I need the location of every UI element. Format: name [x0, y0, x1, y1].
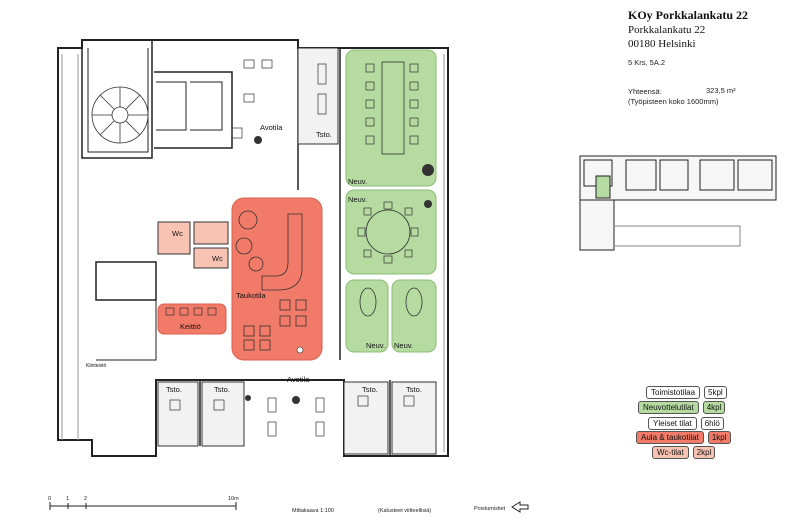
legend-row-common: Yleiset tilat 6hlö [648, 417, 724, 430]
plants [245, 136, 300, 404]
legend-lounge-count: 1kpl [707, 431, 731, 444]
label-tsto-top: Tsto. [316, 130, 332, 139]
offices [157, 47, 437, 455]
spiral-staircase [91, 86, 149, 144]
wc-room-2 [193, 247, 229, 269]
label-tsto-4: Tsto. [406, 385, 422, 394]
legend-office-count: 5kpl [704, 386, 727, 399]
area-note: (Työpisteen koko 1600mm) [628, 97, 719, 106]
label-neuv-4: Neuv. [394, 341, 413, 350]
label-kiinteisto: Kiinteistö [86, 363, 107, 369]
label-neuv-2: Neuv. [348, 195, 367, 204]
footer-labels: 0 1 2 10m Mittakaava 1:100 (Kalusteet vi… [48, 496, 506, 514]
building-walls [57, 39, 449, 457]
address-line-2: 00180 Helsinki [628, 38, 696, 50]
exit-arrow [511, 501, 529, 513]
label-tsto-2: Tsto. [214, 385, 230, 394]
label-wc-2: Wc [212, 254, 223, 263]
area-label: Yhteensä: [628, 87, 662, 96]
poistumistiet-label: Poistumistiet [474, 506, 506, 512]
scale-1-label: 1 [66, 496, 69, 502]
legend-common-count: 6hlö [700, 417, 724, 430]
label-avotila-top: Avotila [260, 123, 283, 132]
legend-wc-count: 2kpl [692, 446, 716, 459]
legend-meeting-count: 4kpl [702, 401, 726, 414]
lounge-area [157, 197, 323, 361]
floor-info: 5 Krs, 5A.2 [628, 58, 666, 67]
area-value: 323,5 m² [706, 86, 736, 95]
legend-row-office: Toimistotilaa 5kpl [646, 386, 727, 399]
label-tsto-1: Tsto. [166, 385, 182, 394]
meeting-rooms [345, 49, 437, 353]
label-taukotila: Taukotila [236, 291, 266, 300]
office-bottom-3 [343, 381, 389, 455]
scale-0-label: 0 [48, 496, 51, 502]
wc-rooms [157, 221, 229, 269]
label-neuv-1: Neuv. [348, 177, 367, 186]
legend-wc-label: Wc-tilat [652, 446, 689, 459]
office-bottom-2 [201, 381, 245, 447]
workstations [169, 59, 415, 437]
legend-row-lounge: Aula & taukotilat 1kpl [636, 431, 731, 444]
label-tsto-3: Tsto. [362, 385, 378, 394]
scale-2-label: 2 [84, 496, 87, 502]
label-avotila-bottom: Avotila [287, 375, 310, 384]
legend-office-label: Toimistotilaa [646, 386, 701, 399]
legend-lounge-label: Aula & taukotilat [636, 431, 704, 444]
meeting-room-2 [345, 189, 437, 275]
scale-bar [49, 502, 237, 510]
office-bottom-4 [391, 381, 437, 455]
mittakaava-label: Mittakaava 1:100 [292, 508, 334, 514]
label-wc-1: Wc [172, 229, 183, 238]
building-title: KOy Porkkalankatu 22 [628, 8, 749, 22]
location-minimap [579, 155, 777, 251]
legend-row-wc: Wc-tilat 2kpl [652, 446, 716, 459]
label-keittio: Keittiö [180, 322, 201, 331]
legend-row-meeting: Neuvottelutilat 4kpl [638, 401, 726, 414]
address-line-1: Porkkalankatu 22 [628, 24, 706, 36]
meeting-room-1 [345, 49, 437, 187]
label-neuv-3: Neuv. [366, 341, 385, 350]
taukotila-room [231, 197, 323, 361]
legend-common-label: Yleiset tilat [648, 417, 697, 430]
wc-room-1 [157, 221, 191, 255]
keittio-room [157, 303, 227, 335]
office-bottom-1 [157, 381, 199, 447]
kalusteet-label: (Kalusteet viitteellisiä) [378, 508, 431, 514]
room-labels: Avotila Avotila Tsto. Tsto. Tsto. Tsto. … [86, 123, 422, 394]
legend-meeting-label: Neuvottelutilat [638, 401, 699, 414]
scale-10-label: 10m [228, 496, 239, 502]
